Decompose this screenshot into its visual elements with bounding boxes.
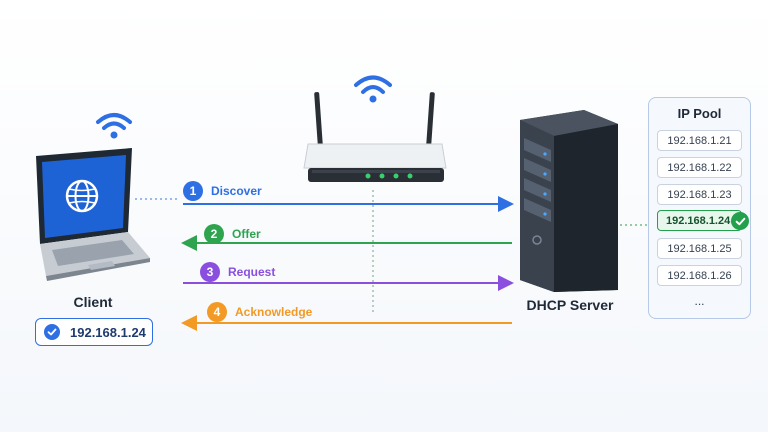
client-ip-badge: 192.168.1.24 <box>35 318 153 346</box>
wifi-icon <box>96 113 132 139</box>
step-number: 4 <box>207 302 227 322</box>
router-icon <box>303 92 447 182</box>
ip-pool-panel: IP Pool 192.168.1.21 192.168.1.22 192.16… <box>648 97 751 319</box>
step-discover: 1 Discover <box>183 181 262 201</box>
server-icon <box>520 110 618 292</box>
pool-item: 192.168.1.21 <box>657 130 742 151</box>
client-label: Client <box>73 294 113 310</box>
step-request: 3 Request <box>200 262 275 282</box>
pool-item-selected-ip: 192.168.1.24 <box>666 214 731 227</box>
router-wifi-icon <box>354 75 392 103</box>
step-acknowledge: 4 Acknowledge <box>207 302 312 322</box>
step-label: Offer <box>232 227 261 241</box>
pool-item-selected: 192.168.1.24 <box>657 210 749 231</box>
ip-pool-title: IP Pool <box>677 106 722 121</box>
step-label: Request <box>228 265 276 279</box>
server-label: DHCP Server <box>526 297 614 313</box>
pool-item: 192.168.1.22 <box>657 157 742 178</box>
pool-ellipsis: ... <box>694 294 705 308</box>
step-number: 3 <box>200 262 220 282</box>
step-label: Discover <box>211 184 262 198</box>
pool-item: 192.168.1.26 <box>657 265 742 286</box>
check-icon <box>44 324 60 340</box>
check-icon <box>731 212 749 230</box>
client-ip-text: 192.168.1.24 <box>70 324 146 340</box>
step-number: 1 <box>183 181 203 201</box>
laptop-icon <box>36 148 150 281</box>
step-number: 2 <box>204 224 224 244</box>
globe-icon <box>65 179 99 213</box>
pool-item: 192.168.1.25 <box>657 238 742 259</box>
pool-item: 192.168.1.23 <box>657 184 742 205</box>
step-label: Acknowledge <box>235 305 313 319</box>
step-offer: 2 Offer <box>204 224 261 244</box>
